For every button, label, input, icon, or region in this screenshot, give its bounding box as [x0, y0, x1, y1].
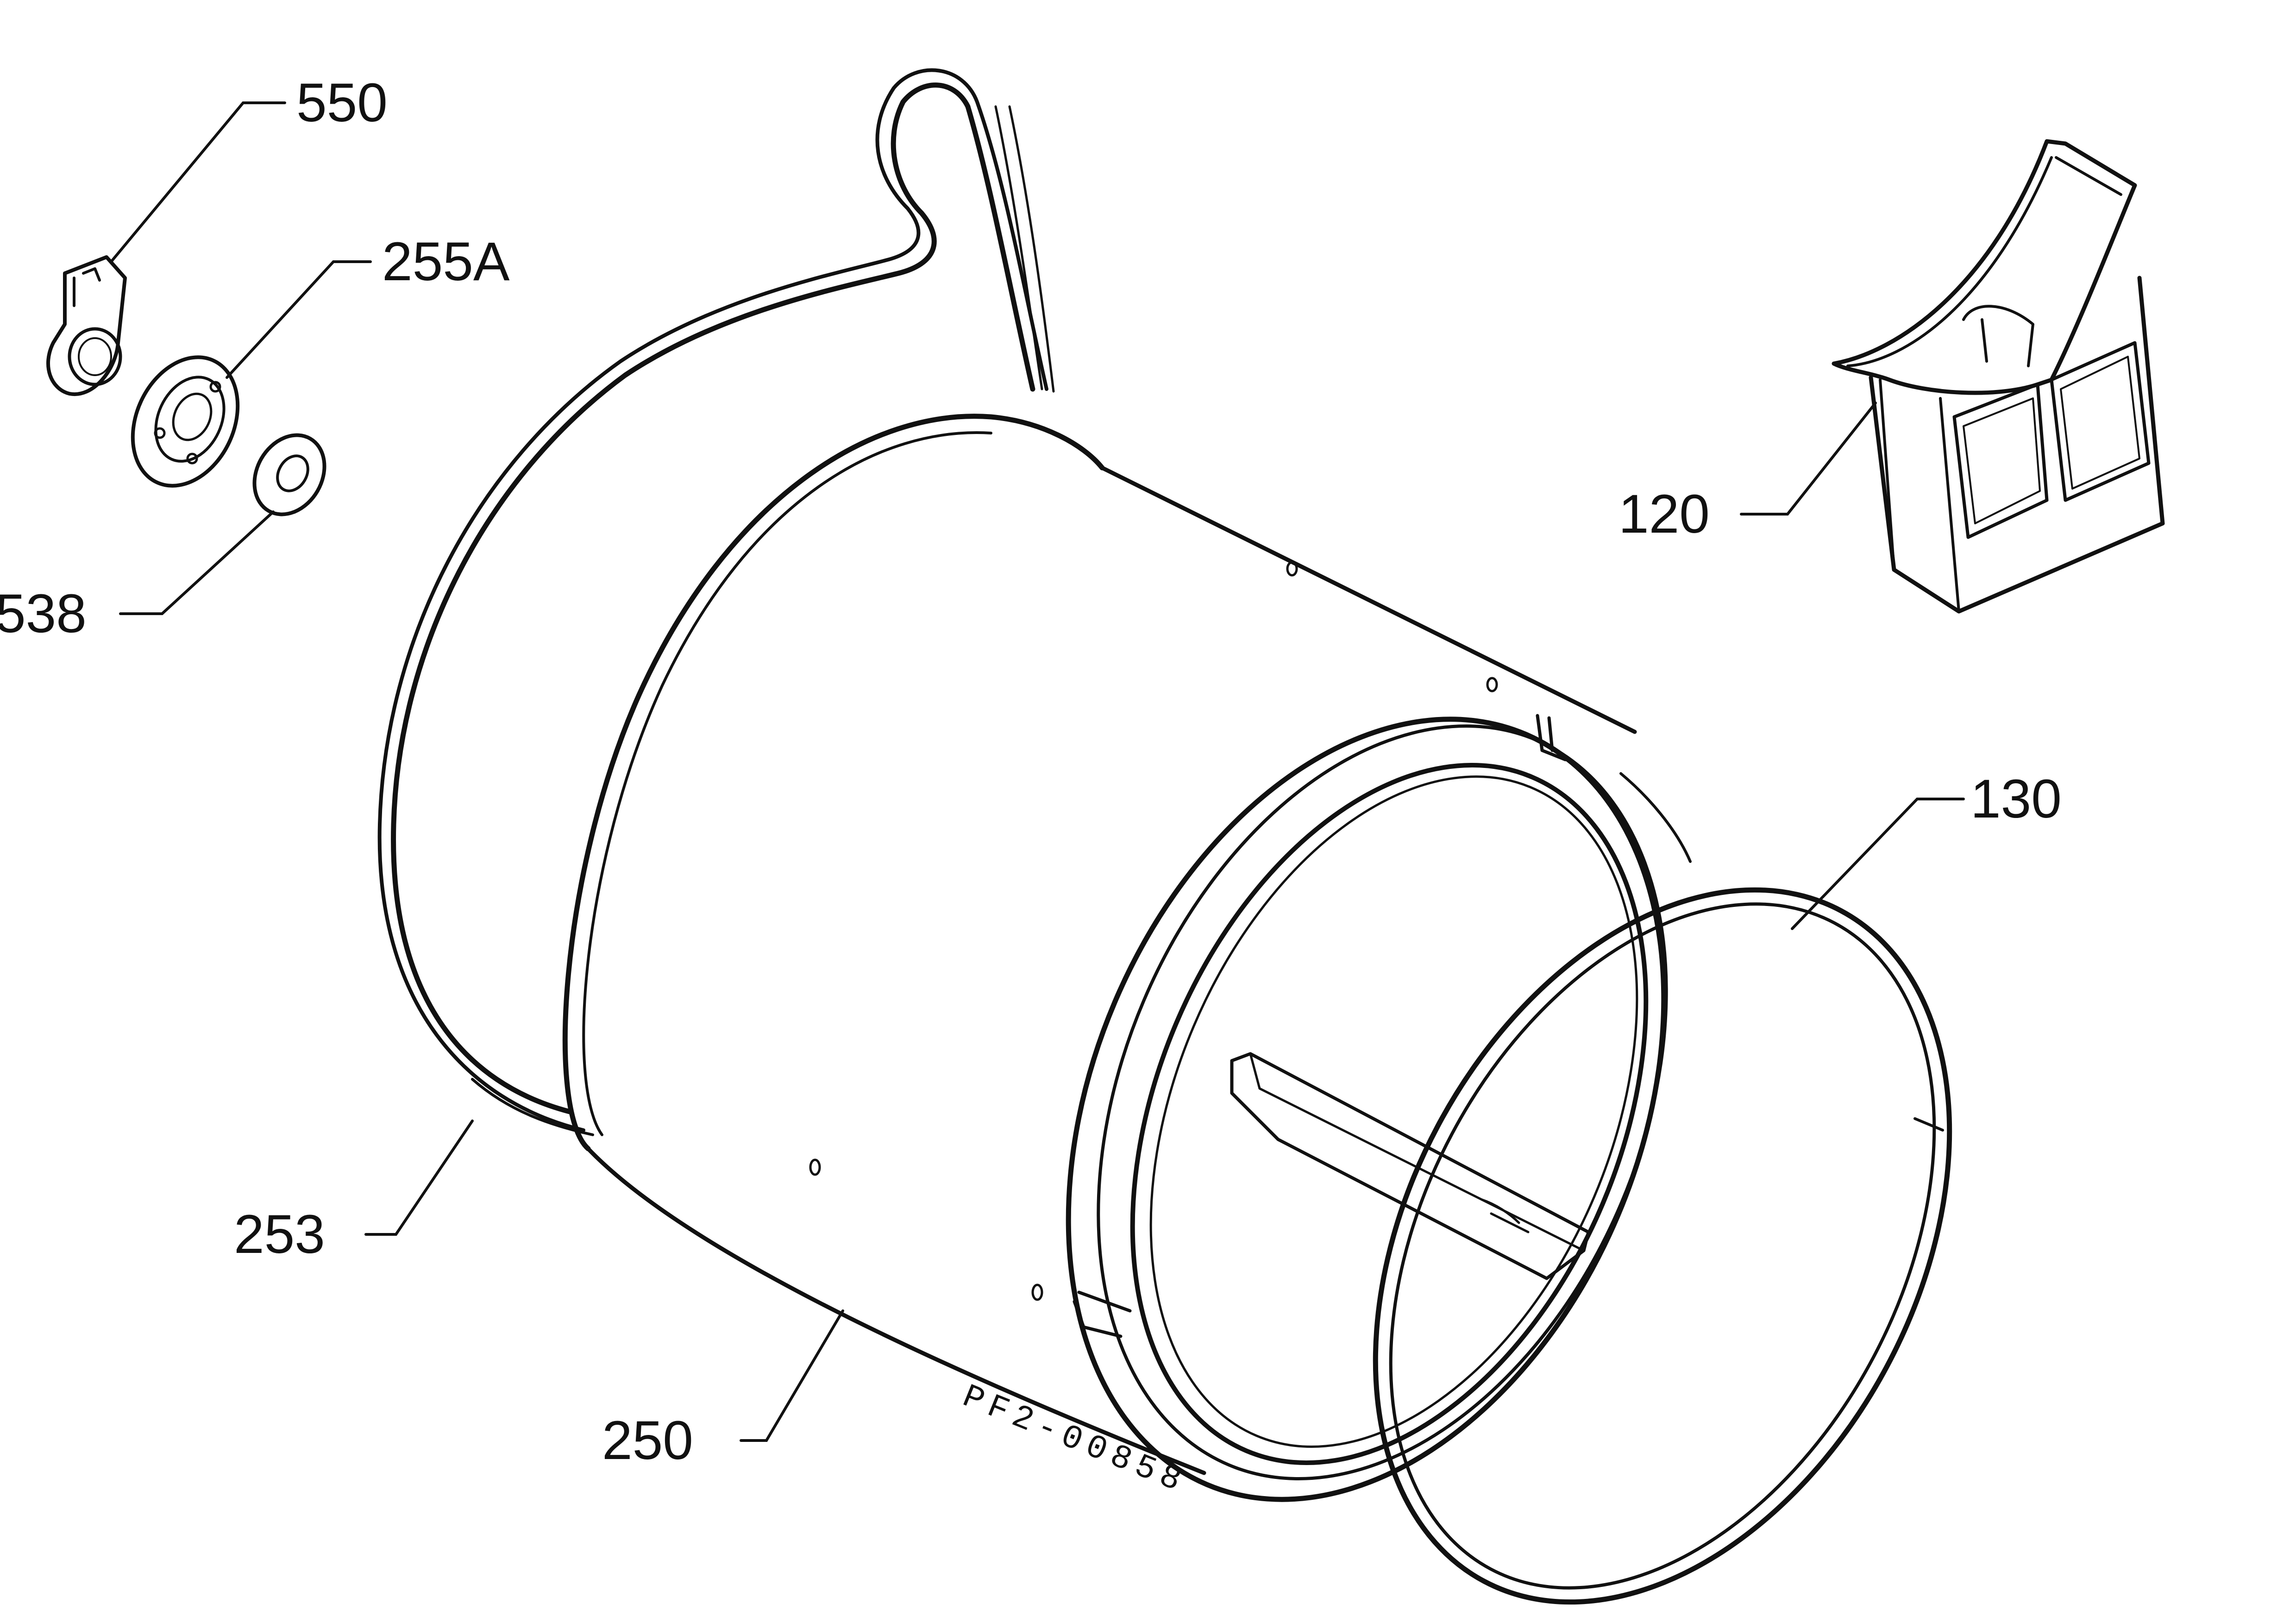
callout-550: 550 [296, 72, 388, 133]
part-250-drum [562, 414, 1692, 1502]
part-130-seal-ring [1373, 887, 1952, 1605]
callout-120: 120 [1618, 484, 1710, 545]
leader-253 [364, 1120, 474, 1236]
leader-130 [1791, 798, 1965, 930]
callout-130: 130 [1970, 768, 2062, 830]
callout-250: 250 [602, 1410, 693, 1471]
part-253-drum-belt [377, 68, 1055, 1136]
leader-255A [226, 260, 372, 379]
leader-538 [119, 510, 275, 615]
callout-538: 538 [0, 583, 87, 644]
part-120-lint-filter [1832, 139, 2165, 614]
part-550-bearing-bracket [46, 255, 127, 396]
leader-120 [1740, 402, 1877, 516]
leader-lines [110, 101, 1965, 1442]
part-538-washer [252, 433, 326, 516]
leader-250 [740, 1309, 844, 1442]
callout-labels: 550 255A 538 120 130 253 250 [0, 72, 2062, 1471]
drawing-code: PF2-00858 [957, 1378, 1192, 1502]
callout-253: 253 [234, 1204, 325, 1265]
callout-255A: 255A [382, 231, 510, 292]
leader-550 [110, 101, 286, 263]
part-255A-bearing-plate [131, 355, 240, 488]
